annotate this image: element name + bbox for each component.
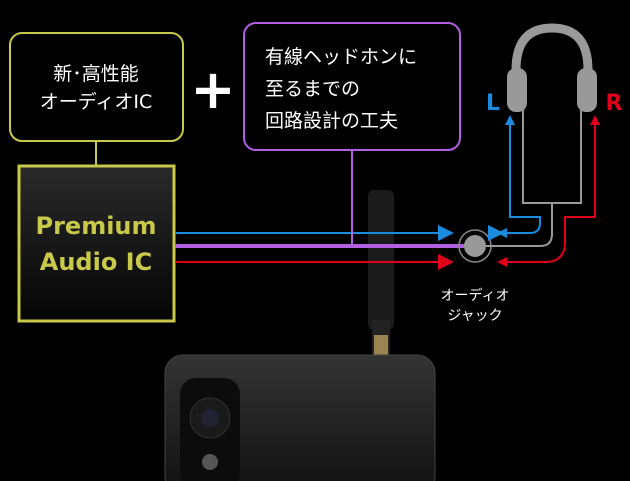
design-line2: 至るまでの: [265, 78, 360, 100]
jack-label-line2: ジャック: [447, 308, 502, 324]
chip-line2: Audio IC: [40, 248, 152, 276]
plus-sign: +: [190, 58, 235, 121]
left-channel-label: L: [486, 91, 500, 116]
feature-box: [9, 32, 184, 142]
feature-line1: 新･高性能: [53, 63, 139, 85]
jack-label-line1: オーディオ: [440, 287, 509, 304]
feature-line2: オーディオIC: [40, 91, 153, 113]
design-line1: 有線ヘッドホンに: [265, 46, 417, 68]
headphones-icon: [507, 23, 597, 112]
right-channel-label: R: [606, 91, 623, 116]
design-line3: 回路設計の工夫: [265, 110, 398, 132]
chip-line1: Premium: [35, 212, 156, 240]
headphone-plug: [374, 335, 388, 360]
premium-audio-ic-chip: [17, 164, 176, 323]
smartphone: [164, 190, 436, 481]
headphone-cable: [368, 190, 394, 330]
